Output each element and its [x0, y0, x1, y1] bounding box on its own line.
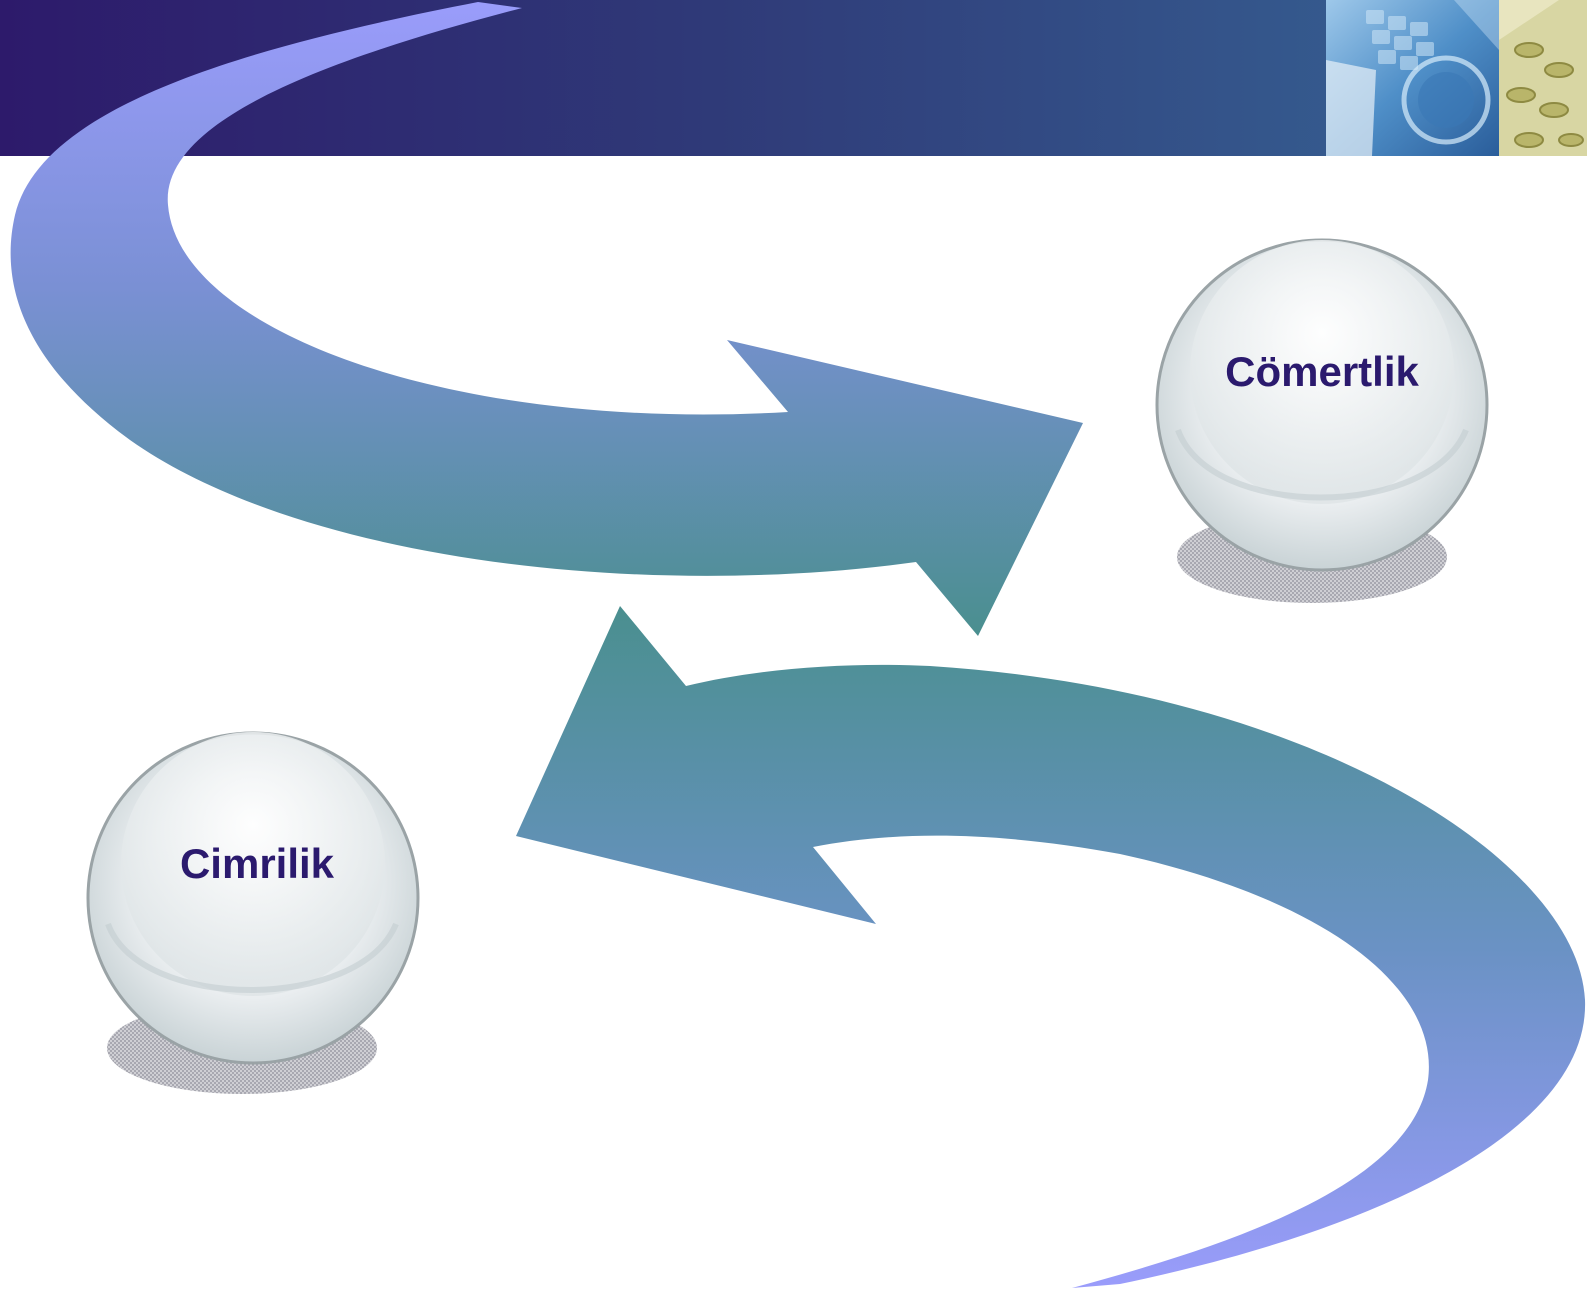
cimrilik-label: Cimrilik: [179, 840, 335, 887]
business-photo-image: [1326, 0, 1499, 156]
arrow-to-comertlik: [10, 2, 1083, 636]
arrow-to-cimrilik: [516, 606, 1586, 1288]
coins-photo-image: [1499, 0, 1587, 156]
comertlik-label: Cömertlik: [1225, 348, 1419, 395]
